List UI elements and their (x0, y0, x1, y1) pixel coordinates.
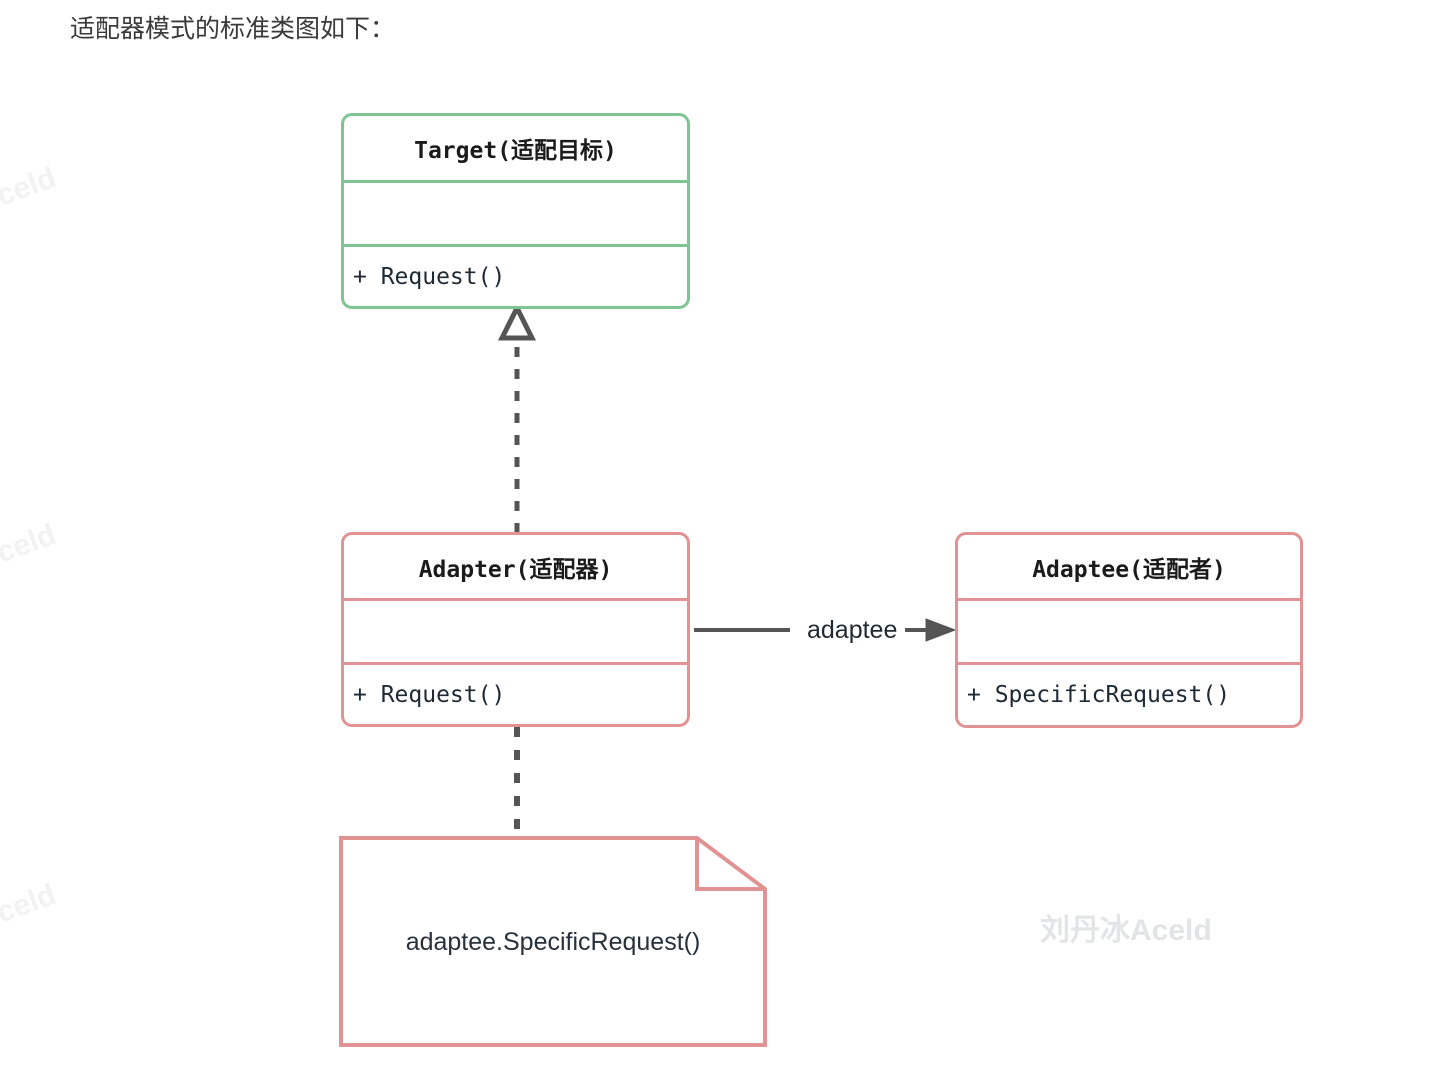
watermark-side-3: Aceld (0, 878, 61, 938)
uml-class-adapter-name: Adapter(适配器) (418, 556, 613, 583)
uml-class-adapter-attributes (344, 598, 687, 662)
watermark-author: 刘丹冰Aceld (1040, 914, 1212, 947)
association-label-adaptee: adaptee (805, 616, 900, 645)
uml-class-target-attributes (344, 180, 687, 244)
hollow-triangle-arrowhead (497, 302, 537, 341)
uml-class-target-method-0: + Request() (344, 244, 687, 306)
uml-note-text: adaptee.SpecificRequest() (405, 928, 701, 956)
uml-class-adapter-method-0: + Request() (344, 662, 687, 724)
watermark-side-2: Aceld (0, 518, 61, 578)
relation-realization (497, 302, 537, 533)
uml-note-adapter-body[interactable]: adaptee.SpecificRequest() (341, 928, 765, 956)
uml-class-adaptee-method-0: + SpecificRequest() (958, 662, 1300, 725)
note-fold-corner (695, 838, 765, 891)
uml-class-adaptee[interactable]: Adaptee(适配者) + SpecificRequest() (955, 532, 1303, 728)
uml-class-target[interactable]: Target(适配目标) + Request() (341, 113, 690, 309)
uml-class-adaptee-name: Adaptee(适配者) (1032, 556, 1226, 583)
watermark-side-1: Aceld (0, 161, 61, 221)
uml-class-adaptee-attributes (958, 598, 1300, 662)
uml-class-adapter[interactable]: Adapter(适配器) + Request() (341, 532, 690, 727)
page-title: 适配器模式的标准类图如下： (70, 15, 396, 43)
uml-class-target-name: Target(适配目标) (414, 138, 617, 164)
solid-arrowhead (925, 618, 957, 642)
